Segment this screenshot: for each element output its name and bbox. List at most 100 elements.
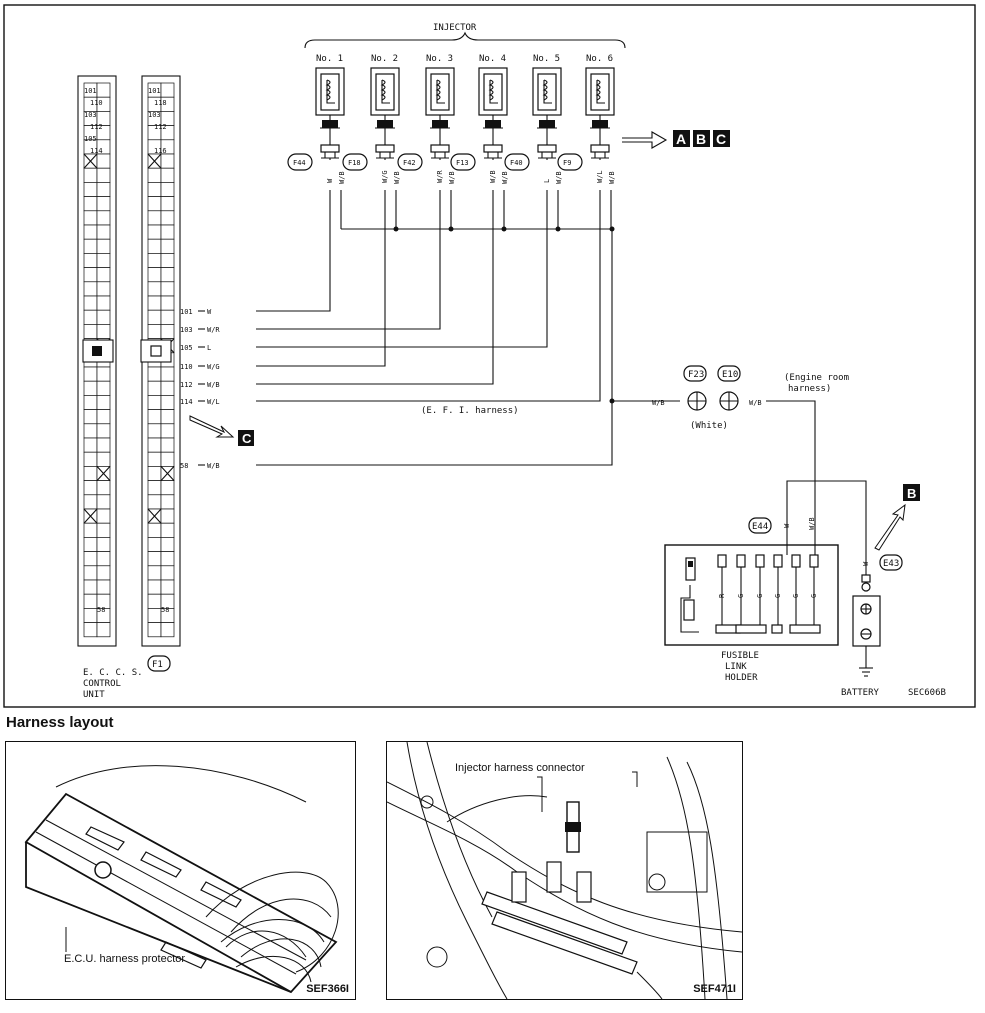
- svg-text:harness): harness): [788, 384, 831, 394]
- cell-58: 58: [97, 606, 105, 614]
- battery: E43 W BATTERY: [841, 554, 903, 698]
- connector-label: F9: [563, 159, 571, 167]
- connector-label: F40: [510, 159, 523, 167]
- ecu-harness-protector-label: E.C.U. harness protector: [64, 953, 186, 965]
- wire-color-ground: W/B: [608, 171, 616, 184]
- ecu-label-1: E. C. C. S.: [83, 668, 143, 678]
- terminal-wire: W/G: [207, 363, 220, 371]
- ecu-label-3: UNIT: [83, 690, 105, 700]
- wire-color-signal: W/G: [381, 170, 389, 183]
- wire-color-ground: W/B: [555, 171, 563, 184]
- svg-text:E44: E44: [752, 522, 768, 532]
- injector-harness-connector-label: Injector harness connector: [455, 762, 585, 774]
- diagram-frame: [3, 4, 976, 708]
- terminal-wire: W/R: [207, 326, 220, 334]
- ref-c: C: [716, 131, 726, 147]
- svg-text:BATTERY: BATTERY: [841, 688, 880, 698]
- injector-harness-connector-photo: Injector harness connector SEF471I: [386, 741, 743, 1000]
- wire-color-ground: W/B: [338, 171, 346, 184]
- f1-connector-tag: [147, 655, 171, 672]
- ref-c-arrow: C: [189, 415, 254, 446]
- ref-b-label: B: [907, 486, 916, 501]
- injector-label: No. 4: [479, 54, 506, 64]
- svg-text:E10: E10: [722, 370, 738, 380]
- injector-title: INJECTOR: [433, 23, 477, 33]
- fuse-wire-color: G: [792, 594, 800, 598]
- ref-c-label: C: [242, 431, 252, 446]
- ecu-cell-label: 103: [84, 111, 97, 119]
- svg-text:FUSIBLE: FUSIBLE: [721, 651, 759, 661]
- connector-label: F42: [403, 159, 416, 167]
- svg-text:(White): (White): [690, 421, 728, 431]
- bus-junctions: [393, 226, 615, 232]
- connector-tag: [450, 153, 476, 171]
- f1-connector: F1: [152, 660, 163, 670]
- signal-wires: [256, 190, 680, 466]
- ecu-cell-label: 116: [154, 147, 167, 155]
- ecu-cell-label: 112: [90, 123, 103, 131]
- connector-tag: [287, 153, 313, 171]
- ecu-cell-label: 103: [148, 111, 161, 119]
- ecu-cell-label: 101: [148, 87, 161, 95]
- svg-text:F23: F23: [688, 370, 704, 380]
- terminal-pin: 110: [180, 363, 193, 371]
- connector-tag: [342, 153, 368, 171]
- ref-b: B: [696, 131, 706, 147]
- svg-text:E43: E43: [883, 559, 899, 569]
- efi-harness-label: (E. F. I. harness): [421, 406, 519, 416]
- svg-text:W/B: W/B: [749, 399, 762, 407]
- f23-e10-connectors: F23 E10 W/B W/B (White) (Engine room har…: [652, 365, 849, 555]
- ecu-cell-label: 118: [154, 99, 167, 107]
- svg-text:(Engine room: (Engine room: [784, 373, 849, 383]
- svg-text:W: W: [862, 561, 870, 566]
- wire-color-ground: W/B: [448, 171, 456, 184]
- wire-color-ground: W/B: [393, 171, 401, 184]
- wire-color-signal: W/B: [489, 170, 497, 183]
- fuse-wire-color: G: [810, 594, 818, 598]
- connector-label: F44: [293, 159, 306, 167]
- fuse-wire-color: G: [756, 594, 764, 598]
- harness-layout-heading: Harness layout: [6, 714, 114, 731]
- terminal-pin: 114: [180, 398, 193, 406]
- terminal-wire: W/B: [207, 462, 220, 470]
- injector-label: No. 5: [533, 54, 560, 64]
- terminal-wire: W/L: [207, 398, 220, 406]
- svg-text:W: W: [783, 523, 791, 528]
- left-photo-code: SEF366I: [306, 983, 349, 995]
- terminal-pin: 103: [180, 326, 193, 334]
- svg-text:HOLDER: HOLDER: [725, 673, 758, 683]
- fuse-wire-color: G: [737, 594, 745, 598]
- connector-label: F18: [348, 159, 361, 167]
- ecu-cell-label: 101: [84, 87, 97, 95]
- ref-abc-arrow: A B C: [622, 130, 730, 149]
- fuse-wire-color: G: [774, 594, 782, 598]
- ecu-cell-label: 105: [84, 135, 97, 143]
- terminal-pin: 112: [180, 381, 193, 389]
- wire-color-ground: W/B: [501, 171, 509, 184]
- terminal-pin: 105: [180, 344, 193, 352]
- ecu-cell-label: 110: [90, 99, 103, 107]
- injector-label: No. 2: [371, 54, 398, 64]
- connector-tag: [504, 153, 530, 171]
- terminal-wire: W/B: [207, 381, 220, 389]
- terminal-wire: L: [207, 344, 211, 352]
- injector-label: No. 6: [586, 54, 613, 64]
- wire-color-signal: W/L: [596, 170, 604, 183]
- ecu-cell-label: 112: [154, 123, 167, 131]
- injector-label: No. 3: [426, 54, 453, 64]
- svg-text:W/B: W/B: [808, 517, 816, 530]
- engine-bay-illustration: [387, 742, 742, 999]
- injector-6: No. 6 F9W/L W/B: [557, 54, 616, 229]
- terminal-pin: 101: [180, 308, 193, 316]
- wire-color-signal: W: [326, 178, 334, 183]
- injector-brace: [304, 31, 626, 49]
- right-photo-code: SEF471I: [693, 983, 736, 995]
